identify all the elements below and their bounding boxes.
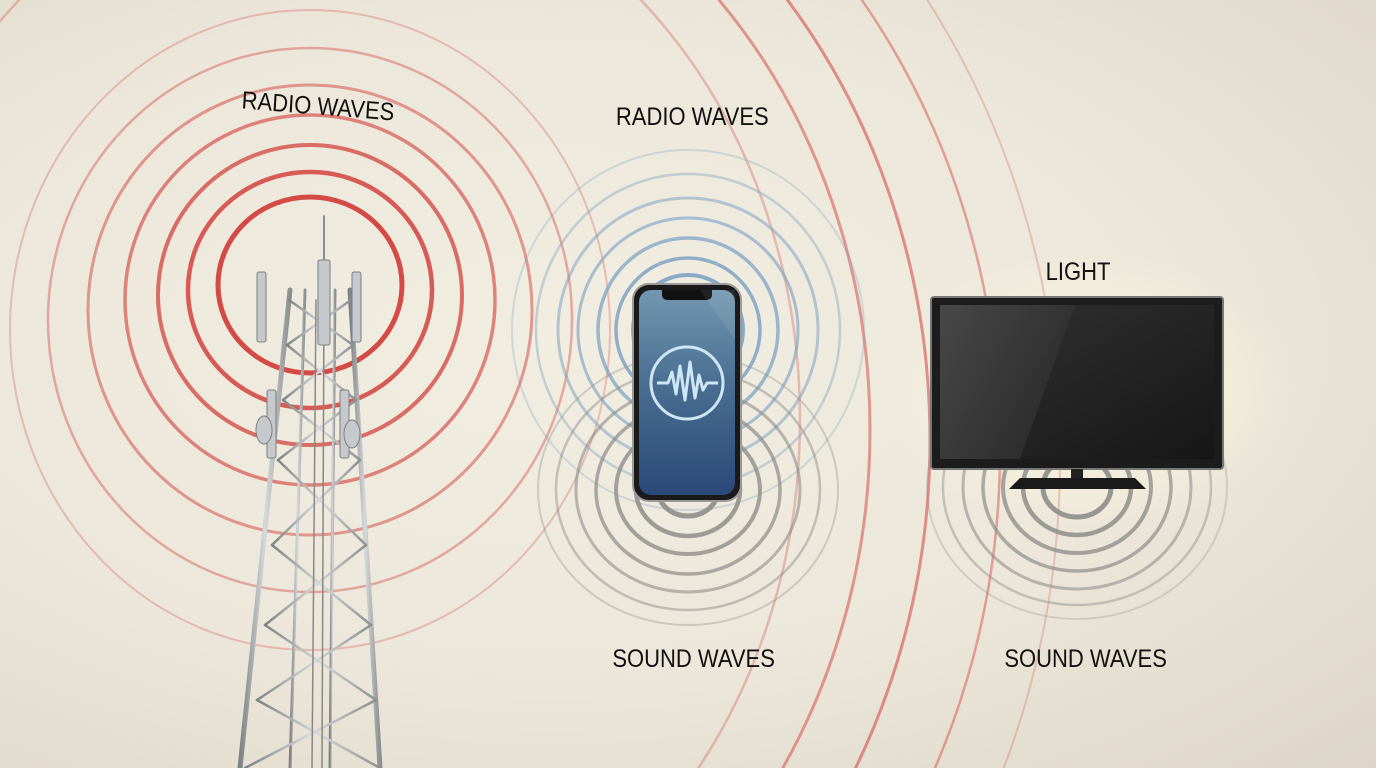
tv-sound-waves-label: SOUND WAVES	[1004, 645, 1167, 673]
tv-light-label: LIGHT	[1045, 258, 1111, 286]
sound-wave-icon	[649, 345, 725, 421]
phone-radio-waves-label: RADIO WAVES	[615, 103, 769, 131]
smartphone-icon	[632, 283, 742, 502]
cell-tower-icon	[237, 215, 383, 768]
far-radio-waves	[0, 0, 1061, 768]
television-icon	[930, 296, 1224, 489]
phone-sound-waves-label: SOUND WAVES	[612, 645, 775, 673]
tower-radio-waves	[9, 9, 611, 651]
tower-antenna-panels	[255, 259, 362, 459]
